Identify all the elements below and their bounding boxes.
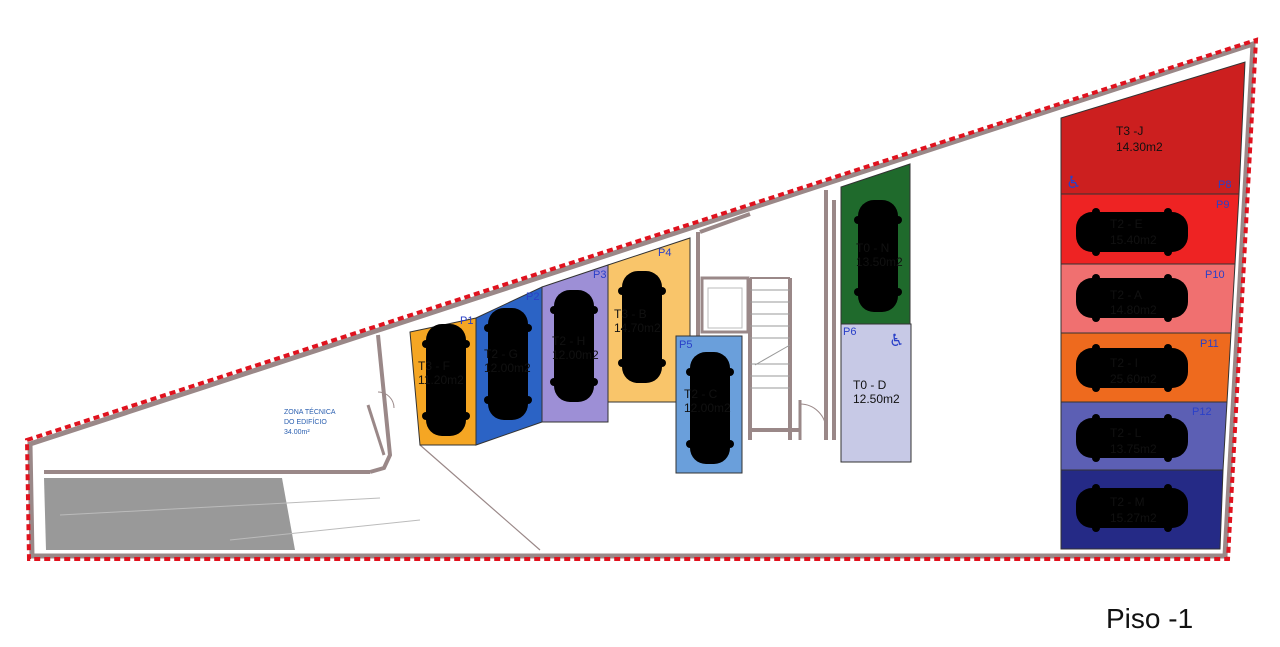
space-number: P4 — [658, 247, 671, 259]
space-number: P10 — [1205, 269, 1225, 281]
technical-zone-subtitle: DO EDIFÍCIO — [284, 417, 327, 426]
car-icon — [1076, 208, 1188, 256]
floor-title: Piso -1 — [1106, 603, 1194, 634]
accessible-parking-icon: ♿ — [1066, 173, 1081, 193]
parking-space-t2-m[interactable]: T2 - M 15.27m2 — [1060, 469, 1224, 550]
access-ramp — [44, 478, 295, 550]
space-number: P3 — [593, 269, 606, 281]
space-unit: T3 -J — [1116, 124, 1143, 138]
parking-space-p12[interactable]: P12 T2 - L 13.75m2 — [1060, 401, 1228, 471]
space-unit: T2 - A — [1110, 288, 1142, 302]
parking-space-p8[interactable]: T3 -J 14.30m2 P8 ♿ — [1060, 61, 1246, 195]
parking-space-p3[interactable]: P3 T2 - H 12.00m2 — [541, 264, 609, 423]
parking-space-p2[interactable]: P2 T2 - G 12.00m2 — [475, 286, 543, 446]
space-unit: T2 - L — [1110, 426, 1142, 440]
space-unit: T2 - G — [484, 347, 518, 361]
space-area: 15.27m2 — [1110, 511, 1157, 525]
space-unit: T2 - H — [552, 334, 585, 348]
parking-space-p10[interactable]: P10 T2 - A 14.80m2 — [1060, 263, 1236, 334]
space-area: 11.20m2 — [418, 373, 464, 387]
space-area: 12.00m2 — [684, 401, 731, 415]
technical-zone-wall — [369, 334, 393, 474]
space-area: 15.40m2 — [1110, 233, 1157, 247]
space-unit: T3 - F — [418, 359, 450, 373]
space-number: P1 — [460, 315, 473, 327]
space-area: 13.75m2 — [1110, 442, 1157, 456]
space-unit: T0 - D — [853, 378, 887, 392]
space-area: 25.60m2 — [1110, 372, 1157, 386]
parking-space-p11[interactable]: P11 T2 - I 25.60m2 — [1060, 332, 1232, 403]
space-area: 14.80m2 — [1110, 303, 1157, 317]
parking-space-p9[interactable]: P9 T2 - E 15.40m2 — [1060, 193, 1240, 265]
lot-boundary — [24, 37, 1259, 561]
space-area: 14.30m2 — [1116, 140, 1163, 154]
space-number: P8 — [1218, 179, 1231, 191]
space-area: 12.00m2 — [552, 348, 599, 362]
stair-core — [696, 190, 836, 440]
space-area: 13.50m2 — [856, 255, 903, 269]
space-unit: T2 - I — [1110, 356, 1138, 370]
parking-space-p5[interactable]: P5 T2 - C 12.00m2 — [675, 335, 743, 474]
space-number: P9 — [1216, 199, 1229, 211]
space-unit: T2 - E — [1110, 217, 1143, 231]
accessible-parking-icon: ♿ — [889, 331, 904, 351]
space-number: P2 — [526, 291, 539, 303]
space-area: 14.70m2 — [614, 321, 661, 335]
parking-space-p1[interactable]: P1 T3 - F 11.20m2 — [409, 315, 477, 446]
space-number: P6 — [843, 326, 856, 338]
technical-zone-area: 34.00m² — [284, 429, 310, 436]
space-unit: T2 - C — [684, 387, 718, 401]
space-unit: T2 - M — [1110, 495, 1145, 509]
space-area: 12.00m2 — [484, 361, 531, 375]
space-area: 12.50m2 — [853, 392, 900, 406]
parking-space-p6[interactable]: P6 T0 - D 12.50m2 ♿ — [840, 323, 912, 463]
space-unit: T3 - B — [614, 307, 647, 321]
parking-space-t0-n[interactable]: T0 - N 13.50m2 — [840, 163, 911, 325]
space-number: P12 — [1192, 406, 1212, 418]
technical-zone-title: ZONA TÉCNICA — [284, 407, 336, 416]
space-number: P11 — [1200, 338, 1219, 350]
space-number: P5 — [679, 339, 692, 351]
space-unit: T0 - N — [856, 241, 889, 255]
